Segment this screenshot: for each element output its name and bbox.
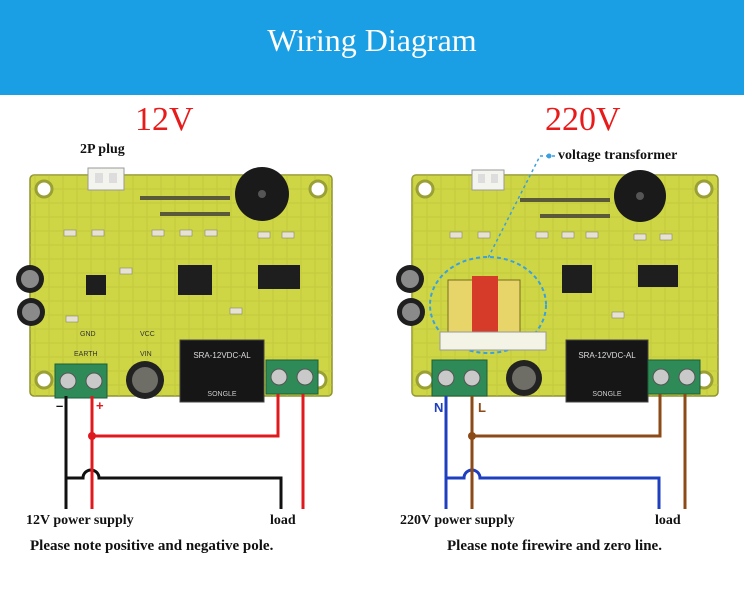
- note-12v: Please note positive and negative pole.: [30, 538, 274, 554]
- two-pin-plug: [87, 167, 125, 191]
- relay: SRA-12VDC-AL SONGLE: [179, 339, 265, 403]
- buzzer-220v: [614, 170, 666, 222]
- l-label: L: [478, 400, 486, 415]
- wires-12v: [64, 394, 305, 509]
- load-terminal-block-220v: [647, 359, 701, 395]
- buzzer: [235, 167, 289, 221]
- plus-label: +: [96, 398, 104, 413]
- transformer-label: voltage transformer: [558, 148, 678, 163]
- relay-brand-text-220v: SONGLE: [592, 391, 622, 398]
- ic-chips-220v: [562, 265, 678, 293]
- silk-vin: VIN: [140, 351, 152, 358]
- electrolytic-capacitors-220v: [396, 265, 542, 396]
- pin-header: [140, 196, 230, 216]
- title-12v: 12V: [135, 101, 194, 138]
- smd-components: [63, 229, 295, 323]
- pcb-board-220v: SRA-12VDC-AL SONGLE: [396, 169, 719, 403]
- minus-label: –: [56, 398, 64, 413]
- load-label-12v: load: [270, 513, 296, 528]
- ic-chips: [86, 265, 300, 295]
- power-terminal-block: [54, 363, 108, 399]
- transformer-callout-line: [487, 155, 555, 259]
- plug-label: 2P plug: [80, 142, 125, 157]
- relay-220v: SRA-12VDC-AL SONGLE: [565, 339, 649, 403]
- pcb-board-12v: SRA-12VDC-AL SONGLE GND EARTH VCC VIN: [16, 167, 333, 403]
- relay-model-text-220v: SRA-12VDC-AL: [578, 351, 636, 360]
- voltage-transformer: [429, 256, 547, 354]
- note-220v: Please note firewire and zero line.: [447, 538, 662, 554]
- relay-model-text: SRA-12VDC-AL: [193, 351, 251, 360]
- load-label-220v: load: [655, 513, 681, 528]
- callout-dot: [546, 153, 552, 159]
- electrolytic-capacitors: [16, 265, 164, 399]
- n-label: N: [434, 400, 444, 415]
- silk-vcc: VCC: [140, 331, 155, 338]
- title-220v: 220V: [545, 101, 621, 138]
- two-pin-plug-220v: [471, 169, 505, 191]
- page-title: Wiring Diagram: [267, 22, 477, 58]
- supply-label-12v: 12V power supply: [26, 513, 134, 528]
- silk-gnd: GND: [80, 331, 96, 338]
- smd-components-220v: [449, 231, 673, 319]
- power-terminal-block-220v: [431, 359, 488, 397]
- supply-label-220v: 220V power supply: [400, 513, 515, 528]
- wires-220v: [444, 394, 687, 509]
- relay-brand-text: SONGLE: [207, 391, 237, 398]
- header-banner: Wiring Diagram: [0, 0, 744, 95]
- pin-header-220v: [520, 198, 610, 218]
- silk-earth: EARTH: [74, 351, 98, 358]
- load-terminal-block: [265, 359, 319, 395]
